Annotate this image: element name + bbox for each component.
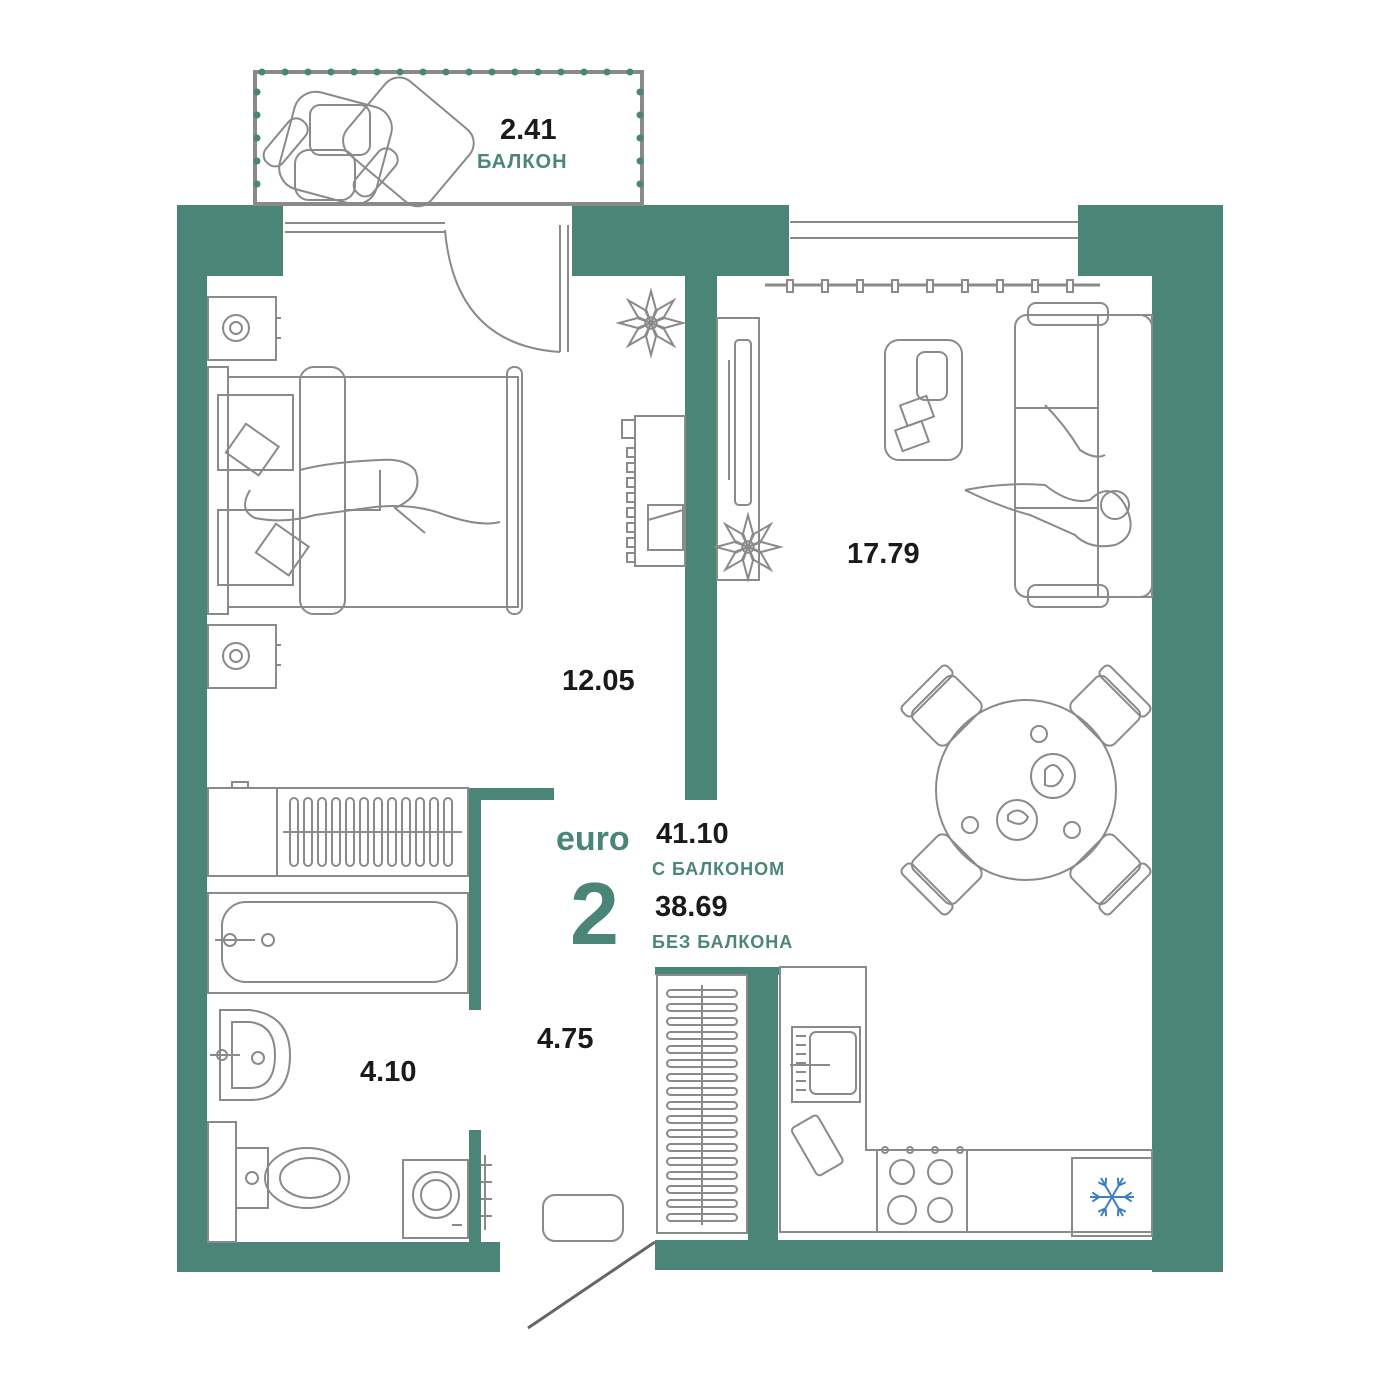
curtain-rail <box>765 221 1100 293</box>
area-with-balcony: 41.10 <box>656 818 729 850</box>
entrance-door <box>527 1240 656 1330</box>
walls <box>177 205 1223 1272</box>
bench-icon <box>542 1194 624 1242</box>
balcony-door <box>285 222 569 353</box>
plant-icon <box>615 287 687 359</box>
hallway-area: 4.75 <box>537 1023 594 1055</box>
radiator-icon <box>207 781 469 877</box>
armchair-icon <box>262 76 475 208</box>
furniture <box>207 68 1153 1330</box>
area-without-balcony: 38.69 <box>655 891 728 923</box>
balcony-area: 2.41 <box>500 114 557 146</box>
bedroom-area: 12.05 <box>562 665 635 697</box>
apartment-rooms-count: 2 <box>570 864 619 963</box>
coffee-table-icon <box>884 339 963 461</box>
kitchen-counter <box>779 966 1153 1233</box>
with-balcony-label: С БАЛКОНОМ <box>652 859 786 879</box>
desk-icon <box>621 415 686 567</box>
fridge-snowflake-icon <box>1071 1157 1153 1237</box>
living-kitchen-area: 17.79 <box>847 538 920 570</box>
without-balcony-label: БЕЗ БАЛКОНА <box>652 932 794 952</box>
washbasin-icon <box>210 1009 292 1101</box>
apartment-type-prefix: euro <box>556 820 630 858</box>
nightstand-icon <box>207 296 281 689</box>
dining-table-icon <box>900 664 1152 916</box>
balcony-railing <box>253 68 644 206</box>
double-bed-icon <box>207 366 523 615</box>
washing-machine-icon <box>402 1155 492 1239</box>
bathtub-icon <box>207 892 469 994</box>
sofa-icon <box>964 302 1153 608</box>
bathroom-area: 4.10 <box>360 1056 417 1088</box>
toilet-icon <box>207 1121 350 1243</box>
sink-icon <box>796 1035 806 1091</box>
balcony-label: БАЛКОН <box>477 151 568 173</box>
plant-icon <box>712 511 784 583</box>
tv-icon <box>716 317 760 581</box>
wardrobe-icon <box>656 974 748 1234</box>
stove-icon <box>876 1146 968 1233</box>
